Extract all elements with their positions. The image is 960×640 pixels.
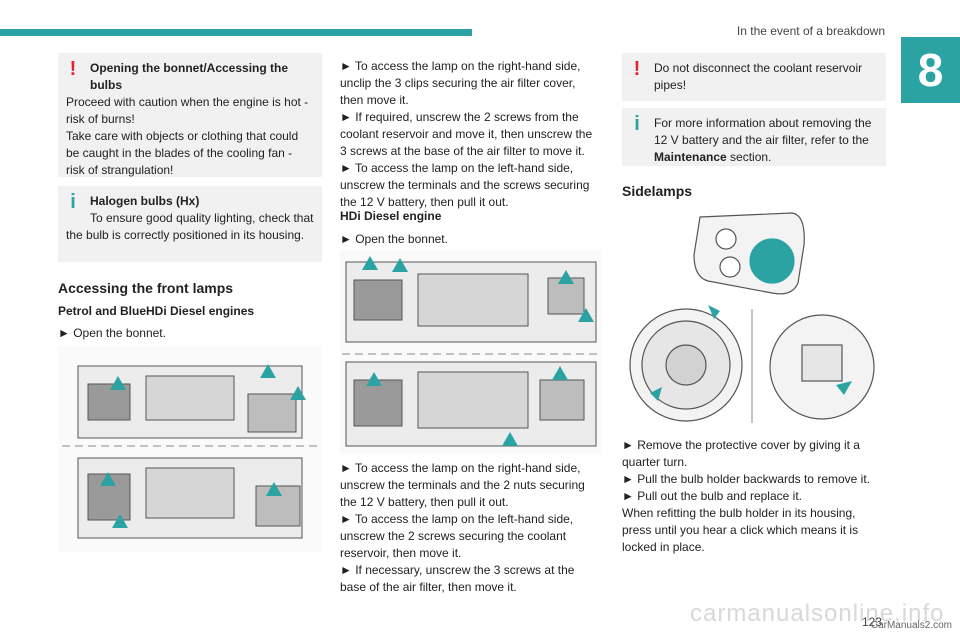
section-title: In the event of a breakdown	[736, 24, 885, 38]
warning-title: Opening the bonnet/Accessing the bulbs	[90, 61, 289, 92]
hdi-subheading: HDi Diesel engine	[340, 209, 442, 223]
sidelamp-illustration	[622, 205, 886, 430]
warning-line-2: Take care with objects or clothing that …	[66, 129, 299, 177]
step-right-battery: ► To access the lamp on the right-hand s…	[340, 461, 585, 509]
sidelamps-heading: Sidelamps	[622, 183, 693, 199]
step-left-battery: ► To access the lamp on the left-hand si…	[340, 161, 590, 209]
warning-line-1: Proceed with caution when the engine is …	[66, 95, 309, 126]
exclamation-icon: !	[633, 58, 641, 80]
hdi-engine-illustration	[340, 250, 602, 454]
refit-note: When refitting the bulb holder in its ho…	[622, 506, 859, 554]
watermark-large: carmanualsonline.info	[690, 600, 945, 627]
maintenance-info-text: For more information about removing the …	[654, 116, 872, 164]
info-text: To ensure good quality lighting, check t…	[66, 211, 314, 242]
step-replace-bulb: ► Pull out the bulb and replace it.	[622, 489, 802, 503]
step-left-coolant: ► To access the lamp on the left-hand si…	[340, 512, 574, 560]
col2-top-steps: ► To access the lamp on the right-hand s…	[340, 58, 602, 211]
coolant-warning-text: Do not disconnect the coolant reservoir …	[654, 61, 863, 92]
info-title: Halogen bulbs (Hx)	[90, 194, 200, 208]
exclamation-icon: !	[69, 58, 77, 80]
hdi-open-bonnet-step: ► Open the bonnet.	[340, 232, 448, 246]
step-pull-holder: ► Pull the bulb holder backwards to remo…	[622, 472, 870, 486]
coolant-warning-box: ! Do not disconnect the coolant reservoi…	[622, 53, 886, 101]
header-accent-bar	[0, 29, 472, 36]
open-bonnet-step: ► Open the bonnet.	[58, 326, 166, 340]
front-lamps-heading: Accessing the front lamps	[58, 280, 234, 296]
step-right-air-filter: ► To access the lamp on the right-hand s…	[340, 59, 581, 107]
bonnet-warning-box: ! Opening the bonnet/Accessing the bulbs…	[58, 53, 322, 177]
info-icon: i	[70, 191, 76, 213]
page-number: 123	[861, 615, 882, 629]
chapter-number: 8	[917, 44, 944, 96]
info-icon: i	[634, 113, 640, 135]
chapter-tab: 8	[901, 37, 960, 103]
halogen-info-box: i Halogen bulbs (Hx) To ensure good qual…	[58, 186, 322, 262]
watermark-small: CarManuals2.com	[870, 620, 952, 631]
step-coolant-reservoir: ► If required, unscrew the 2 screws from…	[340, 110, 593, 158]
petrol-engine-illustration	[58, 346, 322, 552]
maintenance-info-box: i For more information about removing th…	[622, 108, 886, 166]
step-air-filter-screws: ► If necessary, unscrew the 3 screws at …	[340, 563, 575, 594]
petrol-subheading: Petrol and BlueHDi Diesel engines	[58, 304, 255, 318]
step-remove-cover: ► Remove the protective cover by giving …	[622, 438, 860, 469]
col2-bottom-steps: ► To access the lamp on the right-hand s…	[340, 460, 602, 596]
sidelamp-steps: ► Remove the protective cover by giving …	[622, 437, 886, 556]
